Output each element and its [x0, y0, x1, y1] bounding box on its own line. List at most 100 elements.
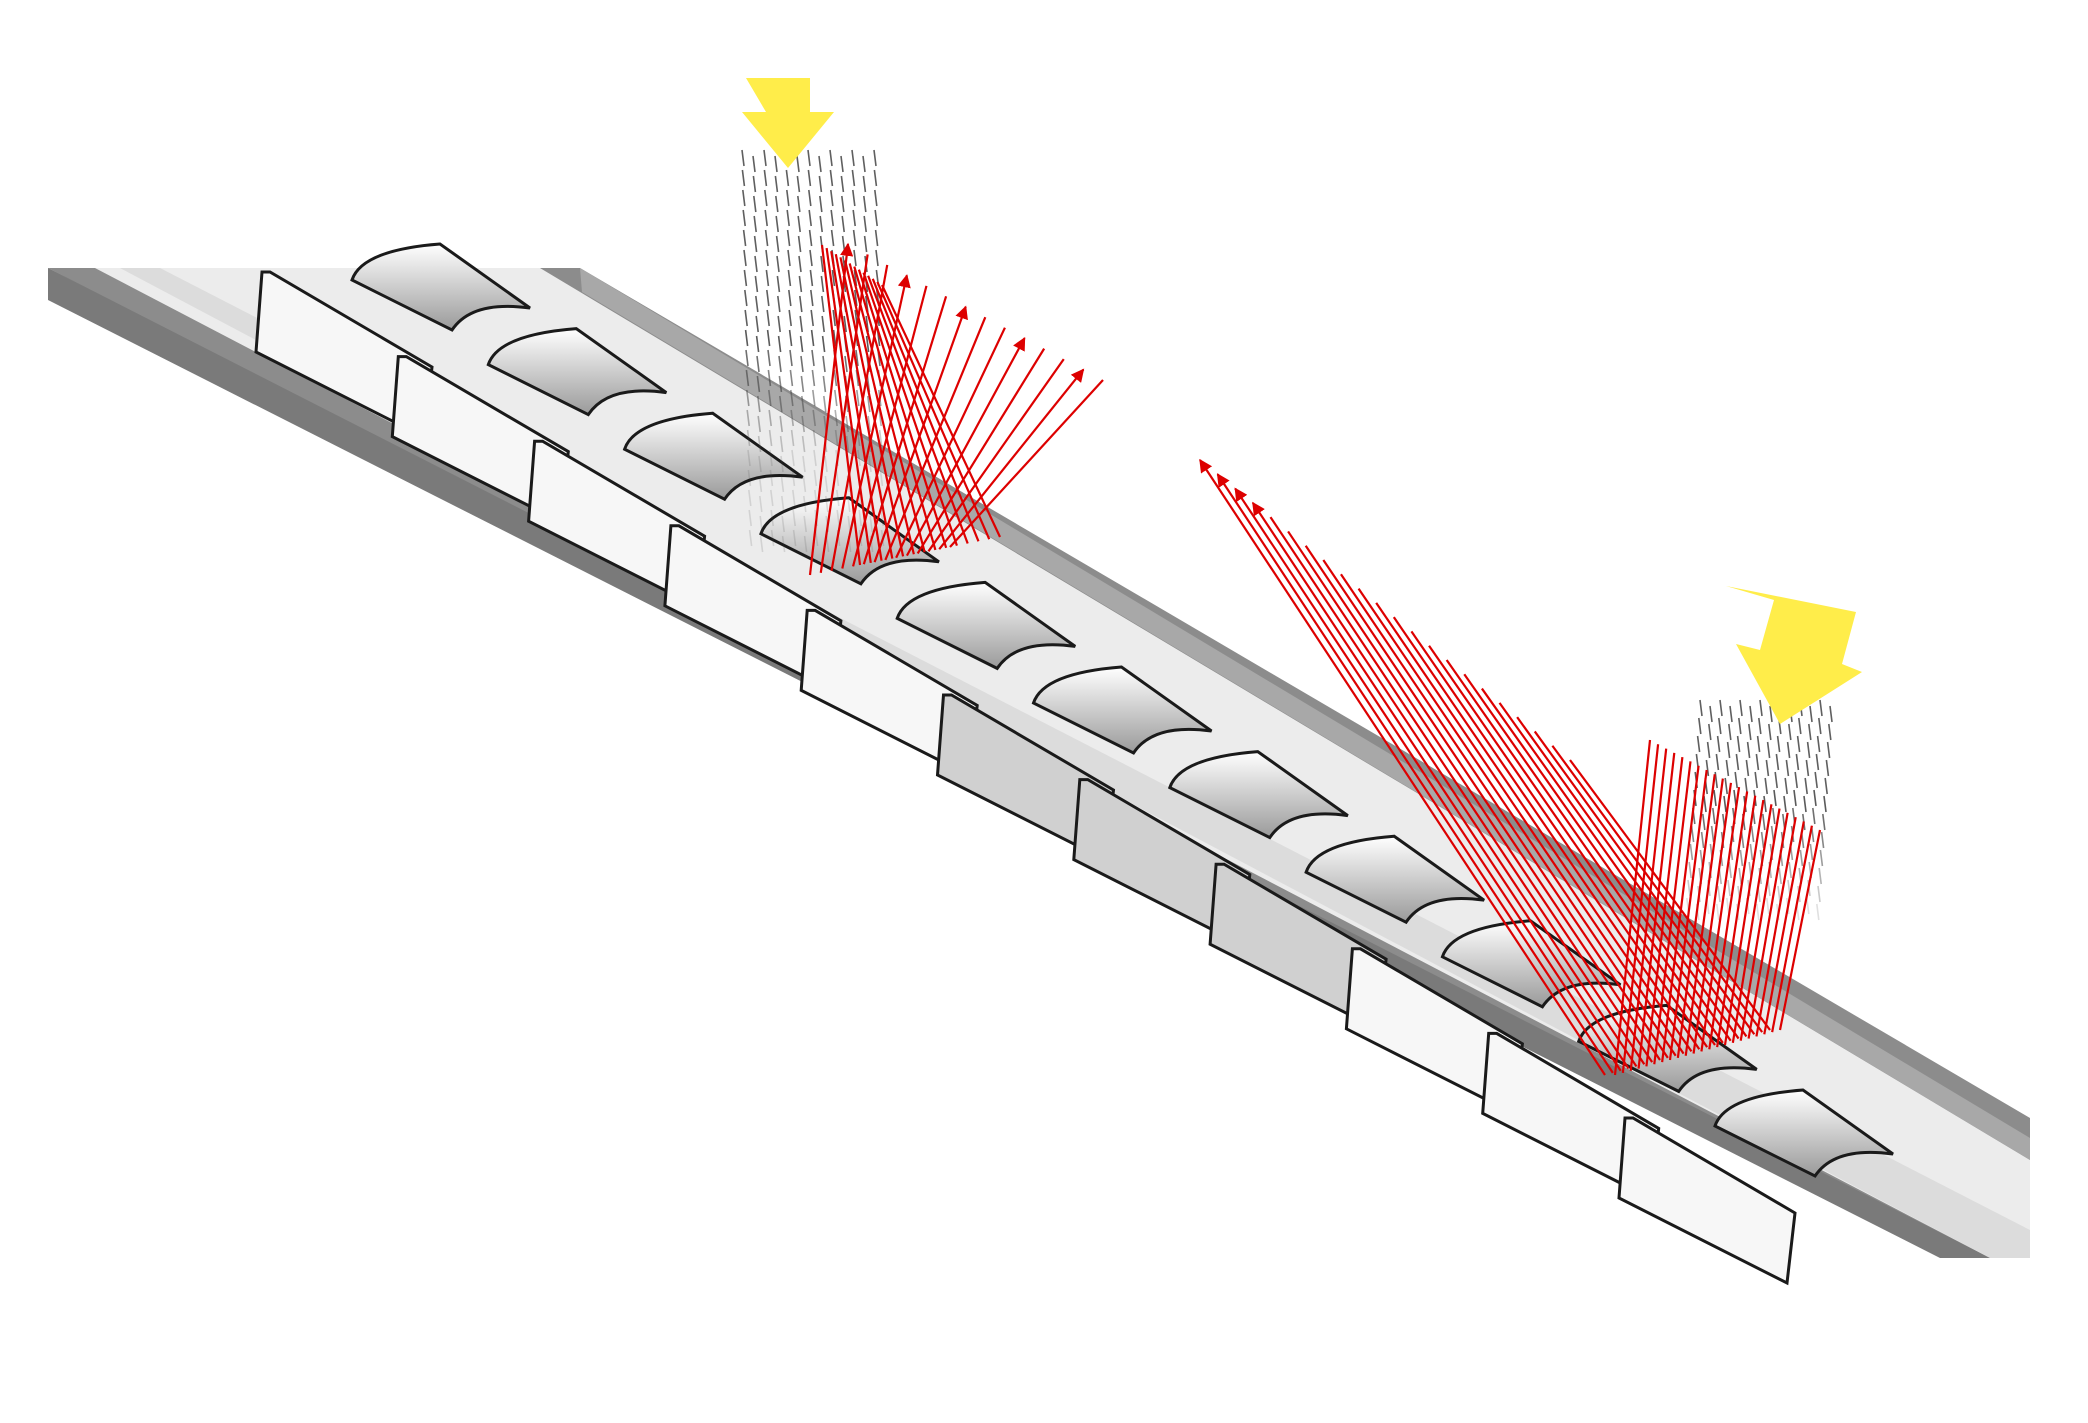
incoming-dash [801, 415, 805, 433]
reflected-ray [895, 327, 1006, 559]
incoming-dash [781, 535, 786, 553]
incoming-dash [791, 449, 795, 467]
incoming-dash [757, 415, 761, 433]
incoming-dash [803, 495, 807, 513]
incoming-dash [759, 495, 763, 513]
incoming-dash [841, 235, 846, 253]
incoming-dash [1754, 771, 1758, 789]
incoming-dash [823, 395, 827, 413]
incoming-dash [811, 369, 816, 387]
incoming-dash [792, 509, 796, 527]
incoming-dash [1817, 885, 1821, 903]
incoming-dash [763, 149, 767, 167]
incoming-dash [1806, 897, 1810, 915]
incoming-dash [1717, 885, 1721, 903]
incoming-ray [1747, 812, 1789, 1039]
incoming-dash [1702, 813, 1706, 831]
incoming-dash [855, 349, 859, 367]
incoming-ray [1661, 765, 1700, 1063]
incoming-dash [759, 515, 763, 533]
incoming-dash [1809, 705, 1813, 723]
incoming-dash [1739, 849, 1744, 867]
incoming-dash [766, 289, 770, 307]
incoming-dash [768, 409, 772, 427]
incoming-dash [754, 255, 758, 273]
reflected-ray [1463, 673, 1724, 1044]
incoming-dash [863, 235, 868, 253]
incoming-dash [787, 249, 791, 267]
incoming-dash [1746, 741, 1751, 759]
incoming-dash [1820, 831, 1825, 849]
incoming-dash [820, 255, 824, 273]
incoming-dash [847, 495, 851, 513]
incoming-dash [1764, 777, 1768, 795]
incoming-dash [830, 209, 834, 227]
incoming-dash [775, 195, 779, 213]
louver-fold [350, 242, 531, 332]
incoming-dash [767, 349, 771, 367]
reflected-ray [1287, 530, 1646, 1065]
incoming-dash [1805, 759, 1810, 777]
incoming-dash [845, 435, 850, 453]
reflected-ray [1533, 730, 1756, 1035]
incoming-dash [1808, 723, 1812, 741]
incoming-ray [848, 263, 926, 553]
incoming-dash [1777, 885, 1781, 903]
incoming-dash [853, 269, 858, 287]
incoming-dash [1716, 735, 1721, 753]
incoming-dash [780, 455, 784, 473]
incoming-ray [1613, 739, 1652, 1076]
incoming-dash [790, 409, 794, 427]
incoming-dash [746, 389, 750, 407]
louver-fold [895, 580, 1077, 671]
incoming-dash [1783, 795, 1787, 813]
incoming-dash [820, 275, 825, 293]
incoming-dash [1798, 717, 1802, 735]
reflected-ray [905, 336, 1026, 557]
incoming-dash [809, 269, 814, 287]
reflected-ray [1357, 587, 1677, 1057]
incoming-dash [777, 335, 782, 353]
incoming-dash [1712, 807, 1716, 825]
incoming-dash [753, 235, 758, 253]
incoming-dash [1696, 735, 1701, 753]
incoming-dash [764, 189, 768, 207]
incoming-ray [834, 254, 894, 559]
incoming-dash [1794, 771, 1798, 789]
louver-fold [1713, 1088, 1894, 1178]
incoming-dash [832, 309, 836, 327]
incoming-dash [1818, 717, 1822, 735]
incoming-dash [1767, 879, 1771, 897]
reflected-ray [1375, 602, 1685, 1055]
incoming-dash [851, 169, 856, 187]
incoming-dash [769, 469, 774, 487]
incoming-dash [873, 169, 878, 187]
incoming-dash [757, 395, 761, 413]
incoming-ray [839, 257, 905, 557]
incoming-dash [780, 475, 785, 493]
incoming-dash [1774, 771, 1778, 789]
incoming-dash [814, 489, 818, 507]
incoming-ray [830, 250, 883, 561]
incoming-dash [812, 429, 817, 447]
incoming-dash [756, 375, 761, 393]
incoming-dash [878, 409, 882, 427]
incoming-dash [756, 355, 760, 373]
incoming-dash [808, 209, 812, 227]
incoming-dash [799, 295, 803, 313]
incoming-dash [1813, 789, 1817, 807]
incoming-dash [1815, 753, 1820, 771]
louver-fold [622, 411, 804, 502]
incoming-dash [1773, 789, 1777, 807]
incoming-dash [800, 375, 805, 393]
incoming-dash [753, 215, 757, 233]
incoming-dash [1822, 813, 1826, 831]
reflected-ray [1445, 659, 1716, 1046]
incoming-dash [755, 335, 760, 353]
incoming-dash [746, 429, 751, 447]
incoming-dash [789, 369, 794, 387]
incoming-dash [747, 469, 752, 487]
incoming-dash [841, 195, 845, 213]
incoming-dash [1793, 789, 1797, 807]
reflected-ray [1251, 501, 1630, 1070]
